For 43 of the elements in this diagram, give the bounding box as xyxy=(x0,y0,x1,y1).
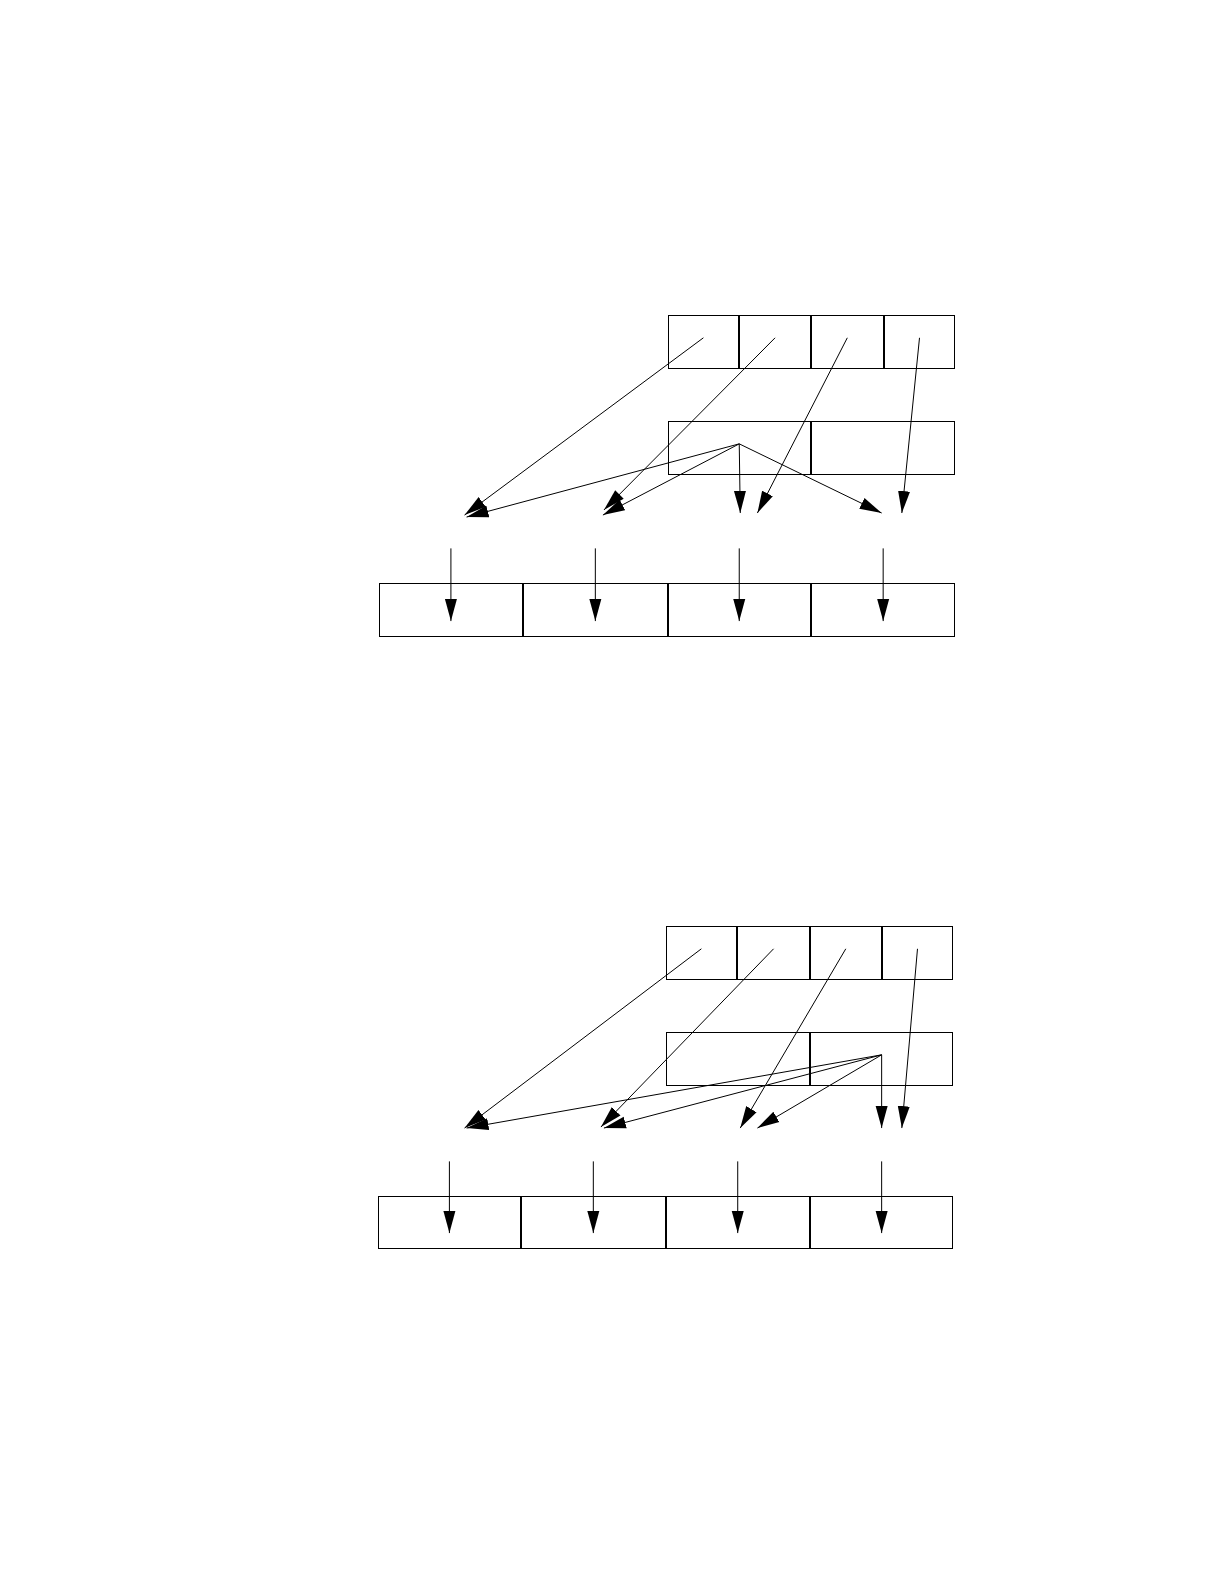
memory-cell xyxy=(810,421,956,475)
memory-cell xyxy=(665,1195,810,1250)
memory-cell xyxy=(737,926,810,980)
memory-cell xyxy=(809,1195,954,1250)
arrow xyxy=(464,948,702,1129)
arrow xyxy=(756,1054,883,1129)
arrow xyxy=(464,337,704,516)
memory-cell xyxy=(739,315,811,369)
memory-cell xyxy=(881,926,954,980)
arrow xyxy=(877,547,890,622)
arrow xyxy=(600,948,775,1128)
arrow xyxy=(733,443,746,514)
arrow xyxy=(602,443,740,516)
memory-cell xyxy=(667,582,811,638)
memory-cell xyxy=(809,1032,954,1086)
memory-cell xyxy=(665,1032,810,1086)
arrow xyxy=(443,1160,456,1234)
memory-cell xyxy=(378,582,524,638)
arrow xyxy=(738,443,883,514)
memory-cell xyxy=(883,315,956,369)
arrow xyxy=(733,547,746,622)
memory-cell xyxy=(521,1195,666,1250)
memory-cell xyxy=(665,926,738,980)
arrow xyxy=(898,337,920,514)
arrow xyxy=(587,1160,600,1234)
arrow xyxy=(875,1054,888,1129)
arrow xyxy=(603,337,776,511)
arrow xyxy=(731,1160,744,1234)
arrow xyxy=(739,948,847,1129)
arrow xyxy=(466,443,740,518)
arrow xyxy=(444,547,457,622)
arrow xyxy=(589,547,602,622)
memory-cell xyxy=(810,315,884,369)
memory-cell xyxy=(809,926,882,980)
arrow xyxy=(603,1054,883,1129)
memory-cell xyxy=(667,421,811,475)
memory-cell xyxy=(810,582,956,638)
arrow xyxy=(756,337,848,514)
arrow xyxy=(875,1160,888,1234)
memory-cell xyxy=(523,582,668,638)
arrow xyxy=(897,948,918,1129)
memory-cell xyxy=(377,1195,522,1250)
memory-cell xyxy=(667,315,740,369)
